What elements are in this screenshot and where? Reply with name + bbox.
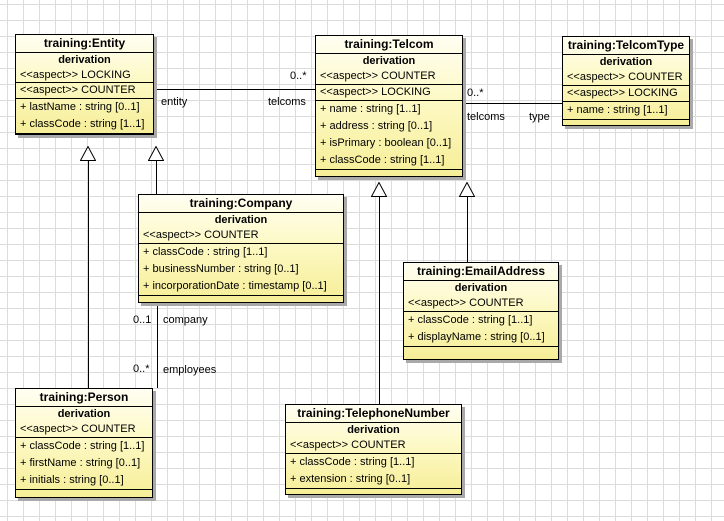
attribute-row: + classCode : string [1..1] [320, 154, 445, 166]
aspect-row: <<aspect>> COUNTER [16, 422, 152, 438]
class-footer [563, 120, 689, 125]
class-title: training:Person [16, 389, 152, 407]
class-footer [404, 347, 558, 359]
class-box-training-entity[interactable]: training:Entity derivation <<aspect>> LO… [15, 34, 154, 135]
class-title: training:TelcomType [563, 37, 689, 55]
class-footer [286, 489, 461, 494]
attribute-row: + firstName : string [0..1] [20, 457, 141, 469]
aspect-row: <<aspect>> LOCKING [563, 86, 689, 102]
aspect-row: <<aspect>> COUNTER [16, 83, 153, 100]
generalization-arrowhead-icon [148, 146, 164, 161]
multiplicity-label: 0..* [467, 87, 484, 99]
attribute-row: + initials : string [0..1] [20, 474, 124, 486]
aspect-row: <<aspect>> COUNTER [404, 296, 558, 312]
attributes-compartment: + classCode : string [1..1] + displayNam… [404, 312, 558, 347]
derivation-label: derivation [58, 53, 111, 66]
aspect-row: <<aspect>> COUNTER [286, 438, 461, 454]
class-box-training-person[interactable]: training:Person derivation <<aspect>> CO… [15, 388, 153, 498]
class-box-training-emailaddress[interactable]: training:EmailAddress derivation <<aspec… [403, 262, 559, 360]
role-label-entity: entity [161, 96, 188, 108]
multiplicity-label: 0..* [290, 70, 307, 82]
association-entity-telcoms[interactable] [154, 89, 315, 90]
aspect-row: <<aspect>> LOCKING [16, 68, 153, 84]
generalization-arrowhead-icon [459, 182, 475, 197]
attribute-row: + address : string [0..1] [320, 120, 433, 132]
class-title: training:EmailAddress [404, 263, 558, 281]
attributes-compartment: + lastName : string [0..1] + classCode :… [16, 99, 153, 135]
class-box-training-telcom[interactable]: training:Telcom derivation <<aspect>> CO… [315, 35, 463, 177]
attribute-row: + isPrimary : boolean [0..1] [320, 137, 452, 149]
generalization-company-entity[interactable] [156, 161, 157, 194]
class-footer [139, 296, 343, 302]
aspect-row: <<aspect>> COUNTER [563, 70, 689, 86]
derivation-label: derivation [57, 408, 111, 420]
class-title: training:Entity [16, 35, 153, 53]
class-box-training-telephonenumber[interactable]: training:TelephoneNumber derivation <<as… [285, 404, 462, 495]
generalization-arrowhead-icon [80, 146, 96, 161]
generalization-emailaddress-telcom[interactable] [467, 197, 468, 262]
attribute-row: + classCode : string [1..1] [143, 246, 268, 258]
attribute-row: + classCode : string [1..1] [20, 440, 145, 452]
derivation-label: derivation [599, 56, 653, 68]
association-telcom-type[interactable] [463, 103, 562, 104]
multiplicity-label: 0..1 [133, 314, 152, 326]
role-label-employees: employees [163, 364, 217, 376]
class-footer [16, 490, 152, 497]
attribute-row: + lastName : string [0..1] [20, 101, 140, 114]
aspect-row: <<aspect>> COUNTER [316, 69, 462, 85]
aspect-row: <<aspect>> COUNTER [139, 228, 343, 244]
attributes-compartment: + name : string [1..1] [563, 102, 689, 120]
role-label-telcoms: telcoms [467, 111, 505, 123]
attribute-row: + businessNumber : string [0..1] [143, 263, 299, 275]
attributes-compartment: + classCode : string [1..1] + extension … [286, 454, 461, 489]
attributes-compartment: + classCode : string [1..1] + businessNu… [139, 244, 343, 296]
aspect-row: <<aspect>> LOCKING [316, 85, 462, 101]
class-box-training-company[interactable]: training:Company derivation <<aspect>> C… [138, 194, 344, 303]
attributes-compartment: + name : string [1..1] + address : strin… [316, 101, 462, 170]
derivation-label: derivation [347, 424, 400, 436]
class-footer [316, 170, 462, 176]
multiplicity-label: 0..* [133, 363, 150, 375]
attribute-row: + classCode : string [1..1] [408, 314, 533, 326]
generalization-arrowhead-icon [371, 182, 387, 197]
derivation-label: derivation [362, 55, 416, 67]
generalization-person-entity[interactable] [88, 161, 89, 388]
role-label-telcoms: telcoms [268, 96, 306, 108]
association-company-employees[interactable] [157, 303, 158, 388]
attributes-compartment: + classCode : string [1..1] + firstName … [16, 438, 152, 490]
class-box-training-telcomtype[interactable]: training:TelcomType derivation <<aspect>… [562, 36, 690, 126]
attribute-row: + extension : string [0..1] [290, 473, 411, 485]
role-label-company: company [163, 314, 208, 326]
attribute-row: + incorporationDate : timestamp [0..1] [143, 280, 327, 292]
class-title: training:TelephoneNumber [286, 405, 461, 423]
class-title: training:Telcom [316, 36, 462, 54]
attribute-row: + classCode : string [1..1] [290, 456, 415, 468]
attribute-row: + name : string [1..1] [320, 103, 421, 115]
attribute-row: + name : string [1..1] [567, 104, 668, 116]
derivation-label: derivation [454, 282, 508, 294]
class-title: training:Company [139, 195, 343, 213]
attribute-row: + displayName : string [0..1] [408, 331, 545, 343]
generalization-telephonenumber-telcom[interactable] [379, 197, 380, 404]
attribute-row: + classCode : string [1..1] [20, 118, 145, 131]
derivation-label: derivation [214, 214, 268, 226]
role-label-type: type [529, 111, 550, 123]
